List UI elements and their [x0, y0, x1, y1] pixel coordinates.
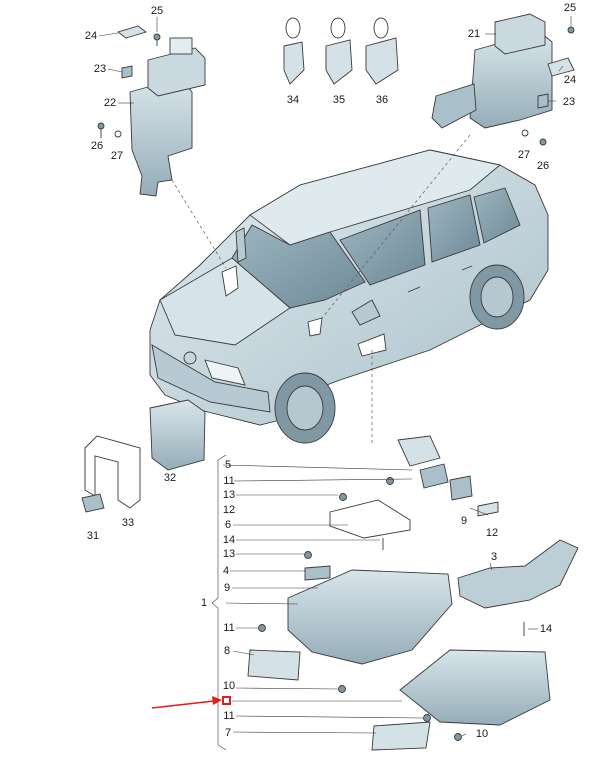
label-23-right: 23 [562, 96, 576, 108]
label-8: 8 [223, 645, 231, 657]
highlighted-part-callout[interactable] [222, 696, 231, 705]
label-4: 4 [222, 565, 230, 577]
lower-left-components [81, 399, 206, 513]
label-26-right: 26 [536, 160, 550, 172]
label-27-right: 27 [517, 149, 531, 161]
label-23-left: 23 [93, 63, 107, 75]
vehicle-illustration [149, 149, 549, 444]
fuse-box-assembly [247, 435, 579, 751]
leader-lines [98, 16, 572, 751]
label-13-mid: 13 [222, 548, 236, 560]
label-7: 7 [224, 727, 232, 739]
dashed-leader-lines [171, 134, 471, 445]
label-24-right: 24 [563, 74, 577, 86]
relay-holder-right [431, 13, 575, 146]
label-11-bottom: 11 [223, 710, 235, 722]
label-25-left: 25 [150, 5, 164, 17]
label-5: 5 [224, 459, 232, 471]
label-10-left: 10 [222, 680, 236, 692]
label-33: 33 [121, 517, 135, 529]
label-11-mid: 11 [223, 622, 235, 634]
label-12-left: 12 [222, 504, 236, 516]
label-1: 1 [200, 597, 208, 609]
label-11-top: 11 [223, 475, 235, 487]
label-25-right: 25 [563, 2, 577, 14]
label-13-top: 13 [222, 489, 236, 501]
label-27-left: 27 [110, 150, 124, 162]
relay-holder-left [97, 25, 206, 197]
label-12-right: 12 [485, 527, 499, 539]
label-14-left: 14 [222, 534, 236, 546]
wiring-connectors [283, 17, 399, 85]
label-31: 31 [86, 530, 100, 542]
label-24-left: 24 [84, 30, 98, 42]
label-22: 22 [103, 97, 117, 109]
label-35: 35 [332, 94, 346, 106]
label-14-right: 14 [539, 623, 553, 635]
label-3: 3 [490, 551, 498, 563]
label-9-right: 9 [460, 515, 468, 527]
label-26-left: 26 [90, 140, 104, 152]
label-10-right: 10 [475, 728, 489, 740]
label-9-left: 9 [223, 582, 231, 594]
label-36: 36 [375, 94, 389, 106]
label-21: 21 [467, 28, 481, 40]
label-6: 6 [224, 519, 232, 531]
label-32: 32 [163, 472, 177, 484]
label-34: 34 [286, 94, 300, 106]
